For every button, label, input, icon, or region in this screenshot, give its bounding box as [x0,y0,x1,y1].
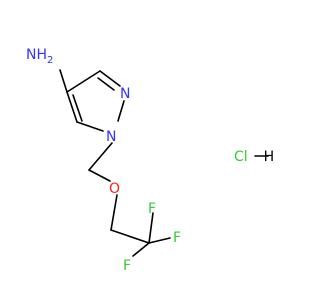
amine-label: NH2 [26,47,53,66]
bond-c-f-right [148,237,171,244]
fluorine-top-label: F [148,201,156,217]
amine-subscript: 2 [47,55,53,66]
bond-c3-c4 [66,70,101,93]
n1-label: N [106,129,116,145]
amine-nh-text: NH [26,47,47,63]
bond-c4-c5-inner [72,94,83,122]
atom-labels: NH2 N N O F F F Cl H [26,47,274,274]
bond-c-f-bottom [132,242,150,257]
bond-n1-n2 [117,100,125,122]
bond-n2-c3-inner [97,77,115,91]
bond-ch2-cf3 [110,229,150,244]
bond-c5-n1 [76,121,104,132]
bond-ch2-o [88,169,111,182]
bond-c4-nh2 [59,69,68,93]
bond-c-f-top [148,212,154,244]
fluorine-bottom-label: F [123,258,131,274]
bond-n2-c3 [99,70,121,87]
background [0,0,300,300]
bond-c4-c5 [66,91,78,123]
hcl-label: Cl H [234,149,274,165]
bond-n1-ch2 [88,142,113,171]
bonds [59,69,269,257]
oxygen-label: O [109,181,120,197]
n2-label: N [120,86,130,102]
cl-text: Cl [234,149,248,165]
h-text: H [264,149,275,165]
bond-o-ch2 [110,194,118,231]
molecule-diagram: NH2 N N O F F F Cl H [0,0,300,300]
fluorine-right-label: F [173,230,181,246]
